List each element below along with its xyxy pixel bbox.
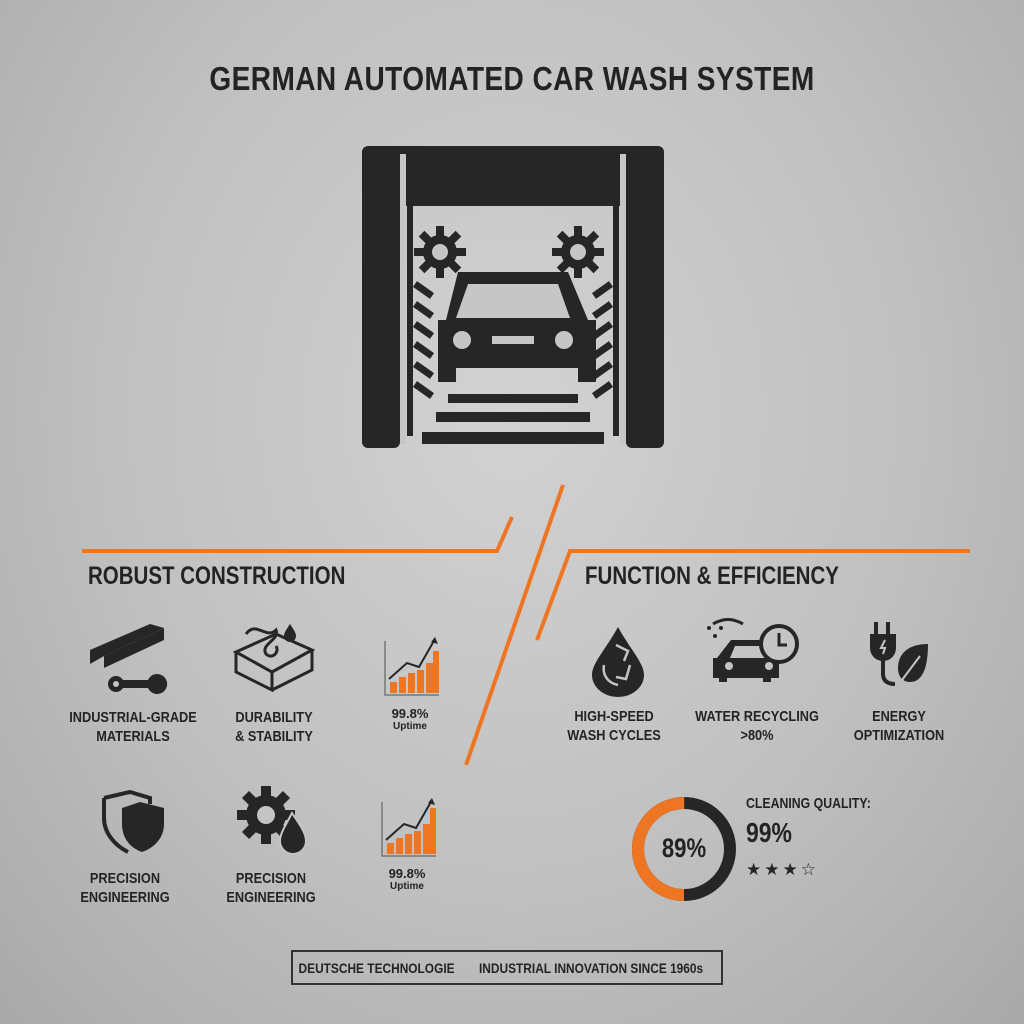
quality-donut-gauge: [632, 797, 736, 901]
cleaning-quality-value: 99%: [746, 817, 792, 848]
durable-block-icon: [232, 624, 316, 692]
cleaning-quality-label: CLEANING QUALITY:: [746, 795, 871, 812]
star-full-icon: ★: [764, 860, 783, 879]
star-full-icon: ★: [746, 860, 765, 879]
section-heading-robust-construction: ROBUST CONSTRUCTION: [88, 562, 346, 590]
gauge-fill: [632, 797, 736, 901]
car-spray-clock-icon: [707, 618, 799, 682]
footer-right-text: INDUSTRIAL INNOVATION SINCE 1960s: [478, 959, 704, 976]
gear-drop-icon: [237, 786, 308, 855]
footer-left-text: DEUTSCHE TECHNOLOGIE: [298, 959, 455, 976]
uptime-stat: 99.8%Uptime: [388, 866, 426, 892]
steel-beam-wrench-icon: [90, 624, 168, 694]
double-shield-icon: [102, 790, 164, 854]
section-heading-function-efficiency: FUNCTION & EFFICIENCY: [585, 562, 839, 590]
growth-bar-chart-icon: [381, 798, 436, 857]
plug-leaf-icon: [870, 622, 928, 686]
recycle-drop-icon: [592, 627, 644, 697]
gauge-value: 89%: [661, 833, 707, 863]
label-water-recycling: WATER RECYCLING>80%: [695, 708, 819, 744]
label-durability-stability: DURABILITY& STABILITY: [235, 709, 313, 745]
star-rating: ★★★☆: [746, 860, 819, 880]
growth-bar-chart-icon: [384, 637, 439, 696]
footer-banner: DEUTSCHE TECHNOLOGIE INDUSTRIAL INNOVATI…: [291, 950, 723, 985]
star-half-icon: ☆: [800, 860, 819, 879]
car-wash-tunnel-icon: [362, 146, 664, 448]
star-full-icon: ★: [782, 860, 801, 879]
uptime-stat: 99.8%Uptime: [391, 706, 429, 732]
page-title: GERMAN AUTOMATED CAR WASH SYSTEM: [209, 60, 815, 97]
